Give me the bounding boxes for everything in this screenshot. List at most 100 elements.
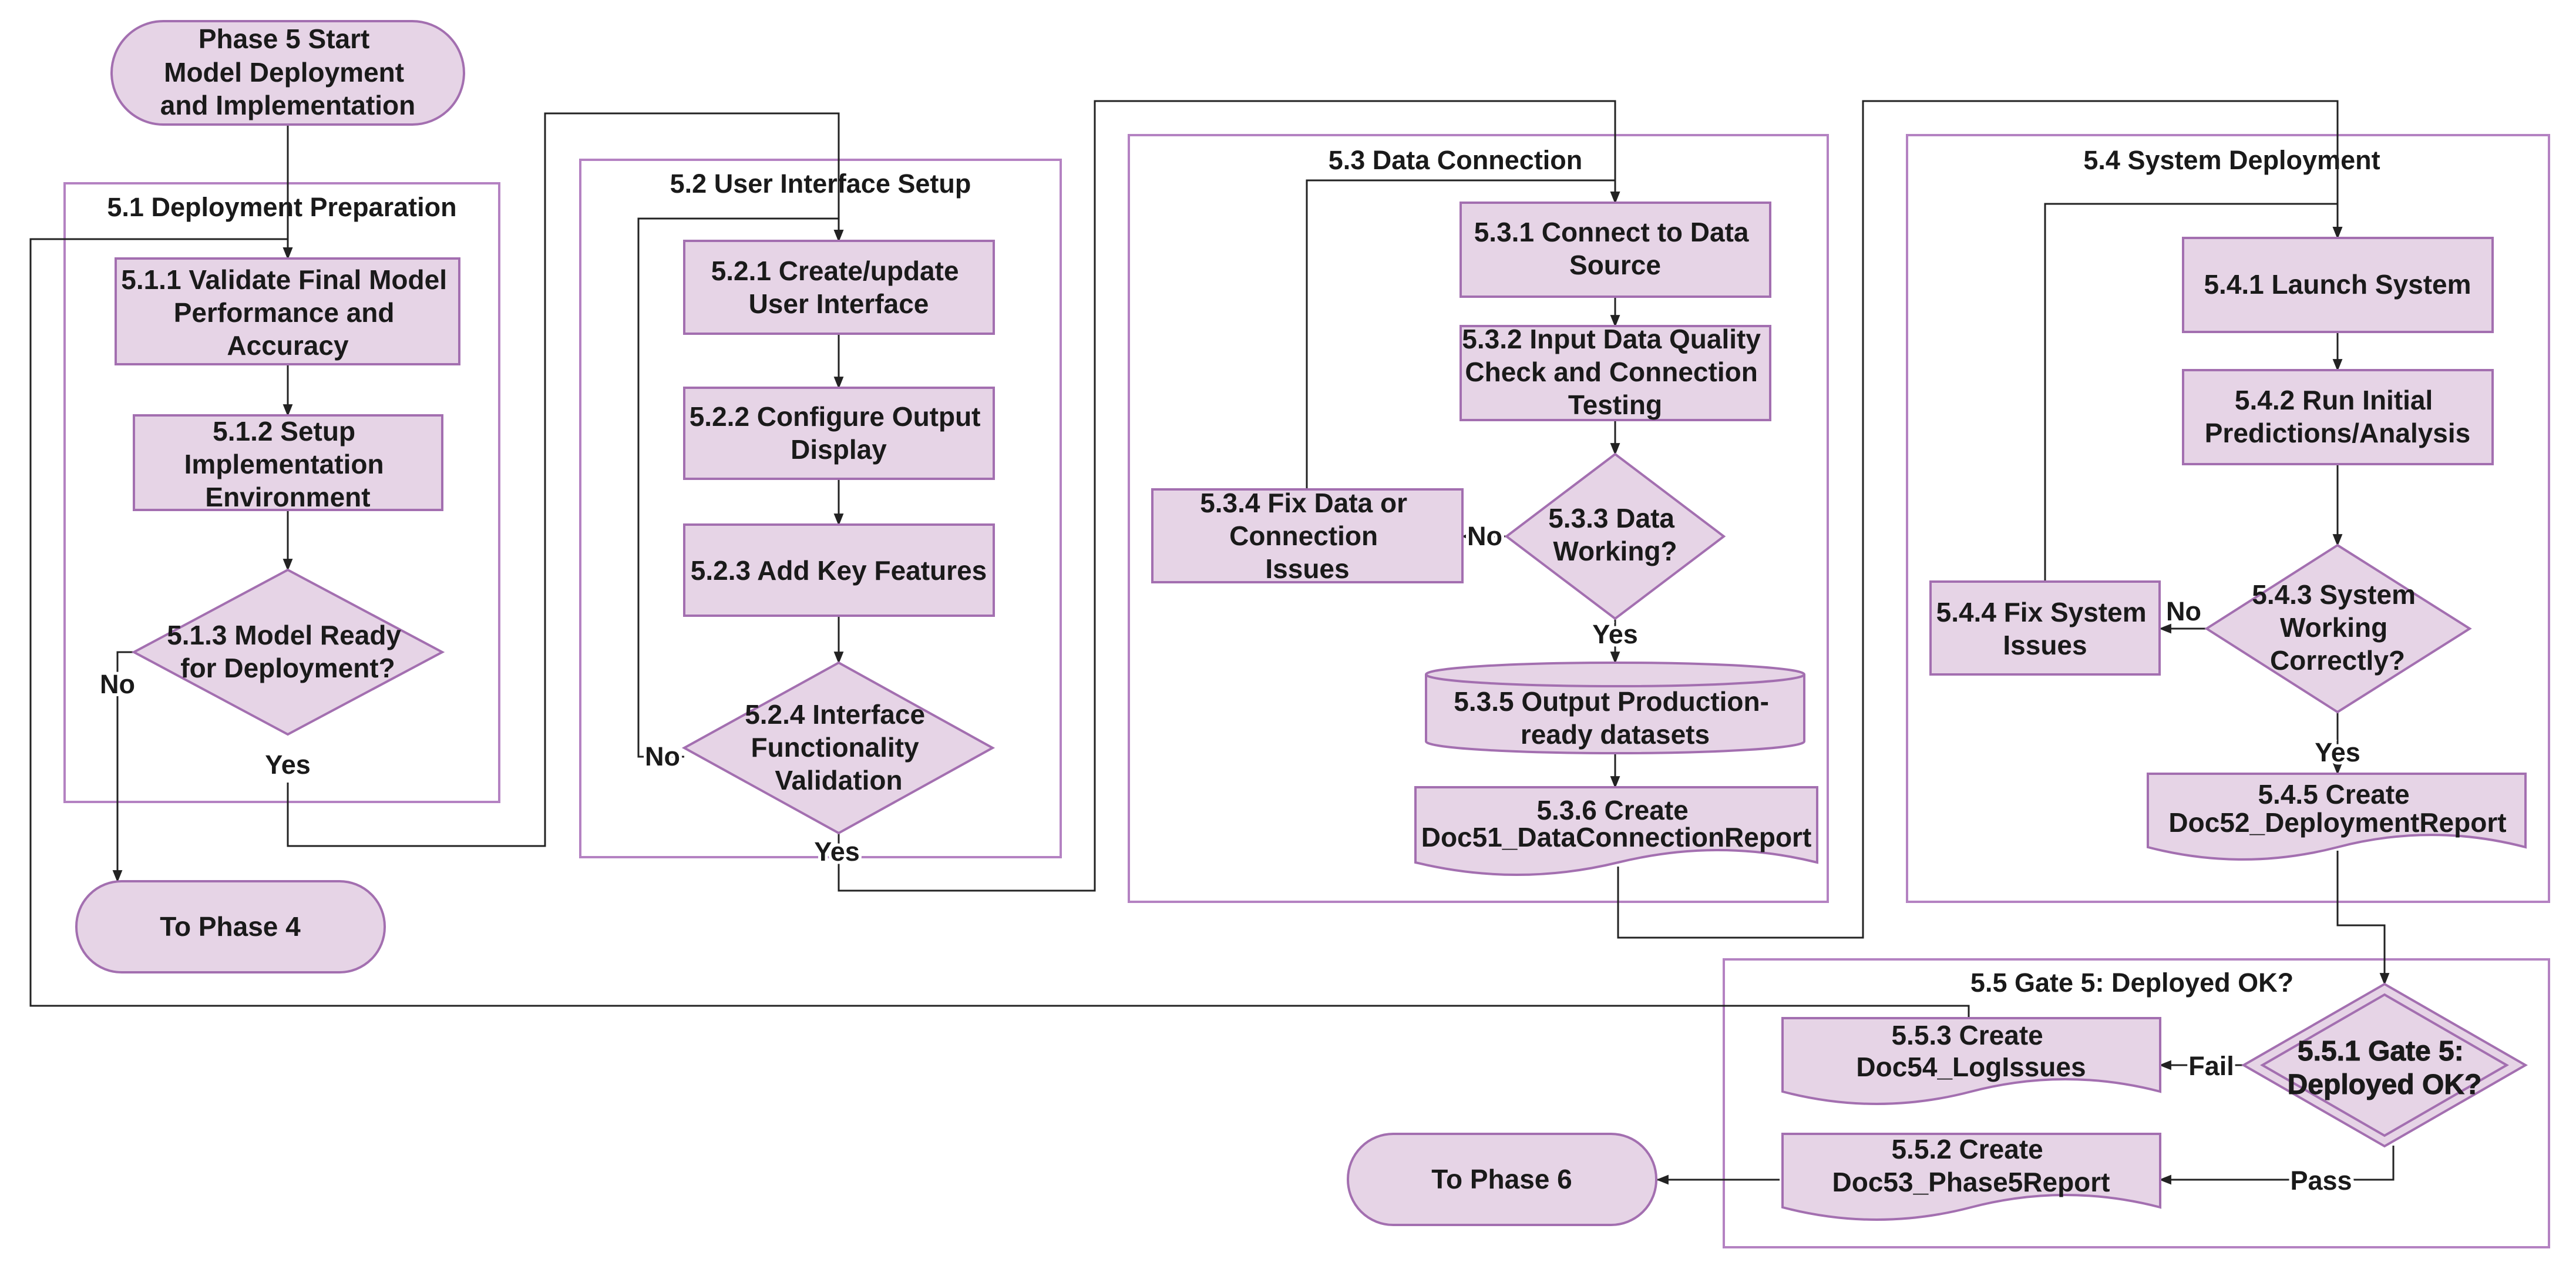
node-5-2-1: 5.2.1 Create/update User Interface	[683, 240, 995, 335]
label-543-yes: Yes	[2315, 737, 2360, 767]
node-5-4-2: 5.4.2 Run Initial Predictions/Analysis	[2182, 369, 2494, 465]
svg-text:5.3.1 Connect to Data So: 5.3.1 Connect to Data Source	[1474, 217, 1757, 280]
node-5-1-1: 5.1.1 Validate Final Model Performance a…	[115, 257, 460, 365]
decision-5-3-3-line-2: Working?	[1553, 536, 1677, 566]
to-phase-4-terminal: To Phase 4	[75, 880, 386, 973]
edge-536-541	[1617, 100, 2343, 939]
svg-text:5.2.4 Interface Function: 5.2.4 Interface Functionality Validation	[745, 699, 933, 795]
label-524-yes: Yes	[814, 837, 860, 867]
label-513-no: No	[100, 669, 135, 699]
document-5-3-6-line-2: Doc51_DataConnectionReport	[1421, 822, 1812, 852]
document-5-3-6: 5.3.6 Create Doc51_DataConnectionReport	[1414, 786, 1818, 876]
node-5-1-2-line-1: 5.1.2 Setup	[213, 416, 355, 446]
node-5-4-4-line-1: 5.4.4 Fix System	[1936, 597, 2147, 627]
edge-524-yes-531	[838, 100, 1620, 892]
group-5-2-title: 5.2 User Interface Setup	[670, 169, 971, 199]
edge-labels: No Yes No Yes No Yes No Yes Fail Pass	[97, 518, 2363, 1198]
node-5-2-2-line-1: 5.2.2 Configure Output	[690, 401, 981, 432]
edge-553-loop-511	[29, 238, 1970, 1018]
group-5-3-title: 5.3 Data Connection	[1329, 145, 1583, 175]
document-5-5-3: 5.5.3 Create Doc54_LogIssues	[1781, 1017, 2161, 1105]
node-5-3-4-line-3: Issues	[1265, 553, 1349, 584]
to-phase-6-terminal: To Phase 6	[1347, 1133, 1657, 1226]
datastore-5-3-5-line-1: 5.3.5 Output Production-	[1454, 686, 1769, 717]
svg-text:5.4.4 Fix System Issues: 5.4.4 Fix System Issues	[1936, 597, 2154, 660]
svg-text:5.1.3 Model Ready for De: 5.1.3 Model Ready for Deployment?	[167, 620, 409, 683]
node-5-3-2: 5.3.2 Input Data Quality Check and Conne…	[1459, 324, 1771, 421]
node-5-2-3: 5.2.3 Add Key Features	[683, 523, 995, 617]
svg-text:5.1.1 Validate Final Model: 5.1.1 Validate Final Model Performance a…	[121, 264, 455, 361]
document-5-4-5-line-2: Doc52_DeploymentReport	[2168, 807, 2506, 838]
svg-text:5.4.2 Run Initial Predic: 5.4.2 Run Initial Predictions/Analysis	[2205, 385, 2471, 448]
node-5-4-1: 5.4.1 Launch System	[2182, 237, 2494, 333]
svg-text:5.2.1 Create/update User: 5.2.1 Create/update User Interface	[711, 256, 967, 319]
decision-5-2-4-line-3: Validation	[775, 765, 902, 795]
node-5-2-2: 5.2.2 Configure Output Display	[683, 387, 995, 480]
node-5-1-1-line-1: 5.1.1 Validate Final Model	[121, 264, 447, 295]
group-5-1: 5.1 Deployment Preparation	[63, 182, 500, 803]
svg-text:5.5.1 Gate 5: Deployed O: 5.5.1 Gate 5: Deployed OK?	[2288, 1036, 2482, 1100]
node-5-4-2-line-1: 5.4.2 Run Initial	[2235, 385, 2433, 415]
document-5-5-2-line-1: 5.5.2 Create	[1891, 1134, 2043, 1164]
document-5-3-6-line-1: 5.3.6 Create	[1536, 795, 1688, 825]
node-5-3-2-line-2: Check and Connection	[1465, 357, 1757, 387]
node-5-3-2-line-3: Testing	[1568, 390, 1662, 420]
document-5-5-3-line-1: 5.5.3 Create	[1891, 1020, 2043, 1050]
node-5-2-1-line-2: User Interface	[749, 288, 929, 319]
group-5-2: 5.2 User Interface Setup	[579, 159, 1062, 858]
svg-text:5.1.2 Setup Implementati: 5.1.2 Setup Implementation Environment	[184, 416, 392, 512]
node-5-3-4-line-1: 5.3.4 Fix Data or	[1200, 488, 1407, 518]
group-5-3: 5.3 Data Connection	[1128, 134, 1829, 903]
document-5-5-3-line-2: Doc54_LogIssues	[1856, 1052, 2086, 1082]
node-5-2-2-line-2: Display	[791, 434, 887, 465]
node-5-1-2: 5.1.2 Setup Implementation Environment	[133, 414, 443, 512]
group-5-5: 5.5 Gate 5: Deployed OK?	[1723, 958, 2550, 1248]
svg-text:5.5.3 Create Doc54_LogIs: 5.5.3 Create Doc54_LogIssues	[1856, 1020, 2086, 1082]
datastore-5-3-5: 5.3.5 Output Production- ready datasets	[1425, 662, 1805, 754]
edges	[29, 100, 2395, 1185]
node-5-1-1-line-3: Accuracy	[227, 330, 349, 361]
label-533-no: No	[1467, 521, 1502, 551]
datastore-5-3-5-line-2: ready datasets	[1521, 719, 1710, 750]
decision-5-4-3: 5.4.3 System Working Correctly?	[2204, 543, 2472, 714]
decision-5-3-3-line-1: 5.3.3 Data	[1548, 503, 1674, 533]
document-5-5-2-line-2: Doc53_Phase5Report	[1832, 1167, 2110, 1197]
to-phase-4-label: To Phase 4	[160, 911, 301, 942]
decision-5-1-3-line-2: for Deployment?	[180, 653, 395, 683]
label-551-fail: Fail	[2188, 1051, 2234, 1081]
decision-5-3-3: 5.3.3 Data Working?	[1504, 452, 1726, 620]
document-5-5-2: 5.5.2 Create Doc53_Phase5Report	[1781, 1133, 2161, 1221]
svg-text:5.3.4 Fix Data or Connec: 5.3.4 Fix Data or Connection Issues	[1200, 488, 1415, 584]
svg-text:Phase 5 Start Model Depl: Phase 5 Start Model Deployment and Imple…	[160, 24, 415, 120]
gate-5-5-1-line-1: 5.5.1 Gate 5:	[2298, 1036, 2464, 1067]
edge-551-pass-552	[2158, 1146, 2395, 1185]
decision-5-4-3-line-2: Working	[2280, 612, 2387, 643]
edge-534-loop-531	[1306, 179, 1620, 489]
node-5-4-2-line-2: Predictions/Analysis	[2205, 418, 2471, 448]
decision-5-2-4-line-2: Functionality	[751, 732, 919, 763]
label-513-yes: Yes	[265, 750, 311, 780]
svg-text:5.2.2 Configure Output D: 5.2.2 Configure Output Display	[690, 401, 988, 465]
node-5-1-1-line-2: Performance and	[174, 297, 395, 328]
edge-524-no-loop	[637, 217, 844, 758]
svg-text:5.3.5 Output Production-: 5.3.5 Output Production- ready datasets	[1454, 686, 1776, 750]
node-5-4-4: 5.4.4 Fix System Issues	[1929, 580, 2161, 676]
svg-text:5.3.3 Data Working?: 5.3.3 Data Working?	[1548, 503, 1682, 566]
node-5-3-1: 5.3.1 Connect to Data Source	[1459, 202, 1771, 298]
edge-513-no-phase4	[112, 651, 134, 883]
start-line-3: and Implementation	[160, 90, 415, 120]
document-5-4-5-line-1: 5.4.5 Create	[2258, 779, 2409, 810]
svg-text:5.4.5 Create Doc52_Deplo: 5.4.5 Create Doc52_DeploymentReport	[2168, 779, 2506, 838]
decision-5-1-3-line-1: 5.1.3 Model Ready	[167, 620, 401, 650]
group-5-4: 5.4 System Deployment	[1906, 134, 2550, 903]
decision-5-4-3-line-1: 5.4.3 System	[2252, 579, 2416, 610]
group-5-5-title: 5.5 Gate 5: Deployed OK?	[1970, 968, 2293, 998]
svg-text:5.4.3 System Working: 5.4.3 System Working Correctly?	[2252, 579, 2423, 676]
node-5-3-4: 5.3.4 Fix Data or Connection Issues	[1151, 488, 1464, 584]
decision-5-2-4-line-1: 5.2.4 Interface	[745, 699, 925, 730]
svg-text:5.3.6 Create Doc51_DataC: 5.3.6 Create Doc51_DataConnectionReport	[1421, 795, 1812, 852]
group-5-4-title: 5.4 System Deployment	[2083, 145, 2380, 175]
svg-text:5.5.2 Create Doc53_Phase: 5.5.2 Create Doc53_Phase5Report	[1832, 1134, 2110, 1197]
to-phase-6-label: To Phase 6	[1431, 1164, 1572, 1194]
